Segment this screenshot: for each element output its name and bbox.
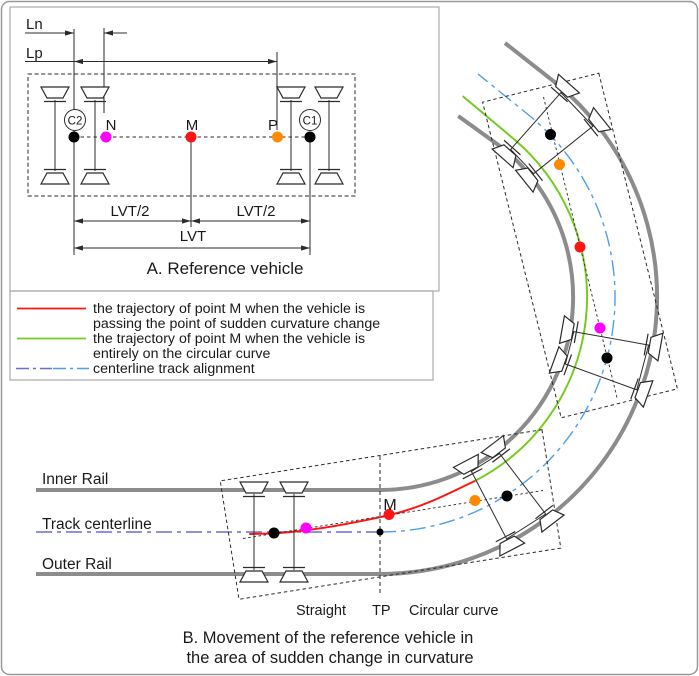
v1-point-c2	[268, 527, 280, 539]
v2-point-c1	[545, 129, 556, 140]
trajectory-green	[462, 95, 589, 482]
v2-point-n	[594, 322, 606, 334]
vehicle-2-front-bogie	[491, 73, 612, 193]
dim-ln-label: Ln	[26, 16, 43, 33]
dim-ln: Ln	[25, 16, 127, 36]
panel-b: Inner Rail Track centerline Outer Rail M…	[36, 41, 679, 667]
tp-label: TP	[372, 603, 391, 619]
outer-rail-label: Outer Rail	[42, 556, 112, 573]
dim-lvt-label: LVT	[180, 228, 206, 245]
v2-point-c2	[601, 352, 613, 364]
legend-item1-line2: passing the point of sudden curvature ch…	[93, 316, 380, 332]
track-centerline-label: Track centerline	[42, 516, 152, 533]
v1-point-m	[383, 509, 395, 520]
a-point-m	[185, 131, 197, 143]
v2-point-p	[554, 159, 565, 170]
c1-circle	[299, 109, 321, 131]
c2-circle-label: C2	[68, 116, 83, 128]
a-point-p-label: P	[268, 117, 278, 134]
tp-point	[376, 528, 384, 536]
panel-b-caption-line1: B. Movement of the reference vehicle in	[183, 629, 474, 647]
legend-item2-line1: the trajectory of point M when the vehic…	[93, 331, 365, 347]
inner-rail-label: Inner Rail	[42, 471, 108, 488]
panel-a-caption: A. Reference vehicle	[147, 259, 304, 278]
vehicle-1-body-outline	[219, 429, 562, 600]
dim-lp: Lp	[25, 45, 277, 65]
dim-lvt: LVT	[74, 228, 310, 251]
legend-item2-line2: entirely on the circular curve	[93, 346, 271, 362]
c1-circle-label: C1	[303, 116, 318, 128]
vehicle-2-rear-bogie	[548, 315, 664, 408]
a-point-c1	[304, 131, 316, 143]
a-point-m-label: M	[186, 117, 199, 134]
legend-item1-line1: the trajectory of point M when the vehic…	[93, 301, 365, 317]
legend: the trajectory of point M when the vehic…	[9, 290, 434, 381]
legend-box	[9, 290, 434, 381]
vehicle-1-rear-bogie	[239, 481, 309, 583]
v1-point-p	[469, 495, 481, 506]
a-point-p	[272, 131, 283, 143]
dim-lp-label: Lp	[26, 45, 43, 62]
dim-lvt-half: LVT/2 LVT/2	[74, 203, 310, 224]
track-centerline-curve	[379, 73, 616, 533]
dim-lvt-half-left-label: LVT/2	[111, 203, 150, 220]
point-m-label: M	[383, 497, 396, 514]
panel-b-caption-line2: the area of sudden change in curvature	[186, 649, 473, 667]
v1-point-c1	[501, 490, 513, 502]
v1-point-n	[300, 522, 312, 534]
panel-a: Ln Lp C2 C1	[9, 6, 440, 292]
vehicle-2-on-curve	[481, 72, 679, 419]
vehicle-2-body-outline	[481, 72, 679, 419]
v2-point-m	[574, 241, 586, 253]
a-point-n-label: N	[106, 117, 117, 134]
a-point-c2	[68, 131, 80, 143]
vehicle-1-front-bogie	[452, 434, 565, 557]
dim-lvt-half-right-label: LVT/2	[237, 203, 276, 220]
straight-section-label: Straight	[296, 603, 346, 619]
circular-curve-label: Circular curve	[409, 603, 498, 619]
legend-item3-line1: centerline track alignment	[93, 361, 255, 377]
c2-circle	[64, 109, 86, 131]
a-point-n	[100, 131, 112, 143]
